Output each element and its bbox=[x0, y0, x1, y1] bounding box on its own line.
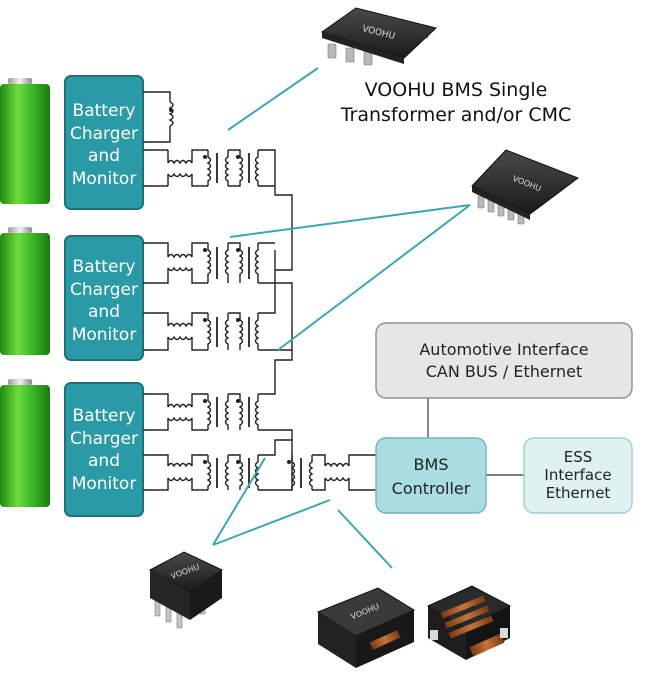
automotive-interface-line1: Automotive Interface bbox=[419, 340, 588, 359]
common-mode-choke bbox=[426, 585, 512, 660]
module-label-line: Battery bbox=[73, 101, 136, 121]
battery-icon-3 bbox=[0, 379, 50, 507]
bms-controller-box: BMS Controller bbox=[375, 437, 487, 514]
automotive-interface-line2: CAN BUS / Ethernet bbox=[426, 362, 583, 381]
through-hole-transformer: VOOHU bbox=[148, 551, 223, 629]
module-label-line: and bbox=[88, 146, 120, 166]
battery-icon-1 bbox=[0, 78, 50, 204]
battery-charger-monitor-1: Battery Charger and Monitor bbox=[64, 75, 144, 210]
module-label-line: and bbox=[88, 302, 120, 322]
ess-interface-line1: ESS bbox=[564, 448, 593, 466]
module-label-line: Charger bbox=[70, 124, 138, 144]
product-caption: VOOHU BMS Single Transformer and/or CMC bbox=[340, 79, 572, 126]
smd-component-right: VOOHU bbox=[471, 149, 580, 225]
battery-charger-monitor-2: Battery Charger and Monitor bbox=[64, 235, 144, 361]
ess-interface-line3: Ethernet bbox=[546, 484, 611, 502]
module-label-line: Charger bbox=[70, 280, 138, 300]
winding-dots bbox=[169, 108, 291, 464]
ess-interface-line2: Interface bbox=[544, 466, 611, 484]
bms-controller-line2: Controller bbox=[392, 479, 471, 498]
caption-line2: Transformer and/or CMC bbox=[340, 104, 572, 126]
module-label-line: Monitor bbox=[72, 325, 137, 345]
circuit-wiring bbox=[143, 91, 378, 491]
module-label-line: Charger bbox=[70, 429, 138, 449]
ess-interface-box: ESS Interface Ethernet bbox=[523, 437, 633, 514]
shielded-inductor: VOOHU bbox=[316, 587, 416, 668]
battery-icon-2 bbox=[0, 227, 50, 355]
smd-transformer-top: VOOHU bbox=[320, 7, 438, 66]
module-label-line: Battery bbox=[73, 406, 136, 426]
module-label-line: Monitor bbox=[72, 474, 137, 494]
leader-lines bbox=[212, 67, 471, 569]
battery-charger-monitor-3: Battery Charger and Monitor bbox=[64, 382, 144, 517]
module-label-line: Monitor bbox=[72, 169, 137, 189]
bms-controller-line1: BMS bbox=[414, 455, 449, 474]
automotive-interface-box: Automotive Interface CAN BUS / Ethernet bbox=[375, 322, 633, 399]
module-label-line: Battery bbox=[73, 257, 136, 277]
module-label-line: and bbox=[88, 451, 120, 471]
caption-line1: VOOHU BMS Single bbox=[365, 79, 548, 101]
